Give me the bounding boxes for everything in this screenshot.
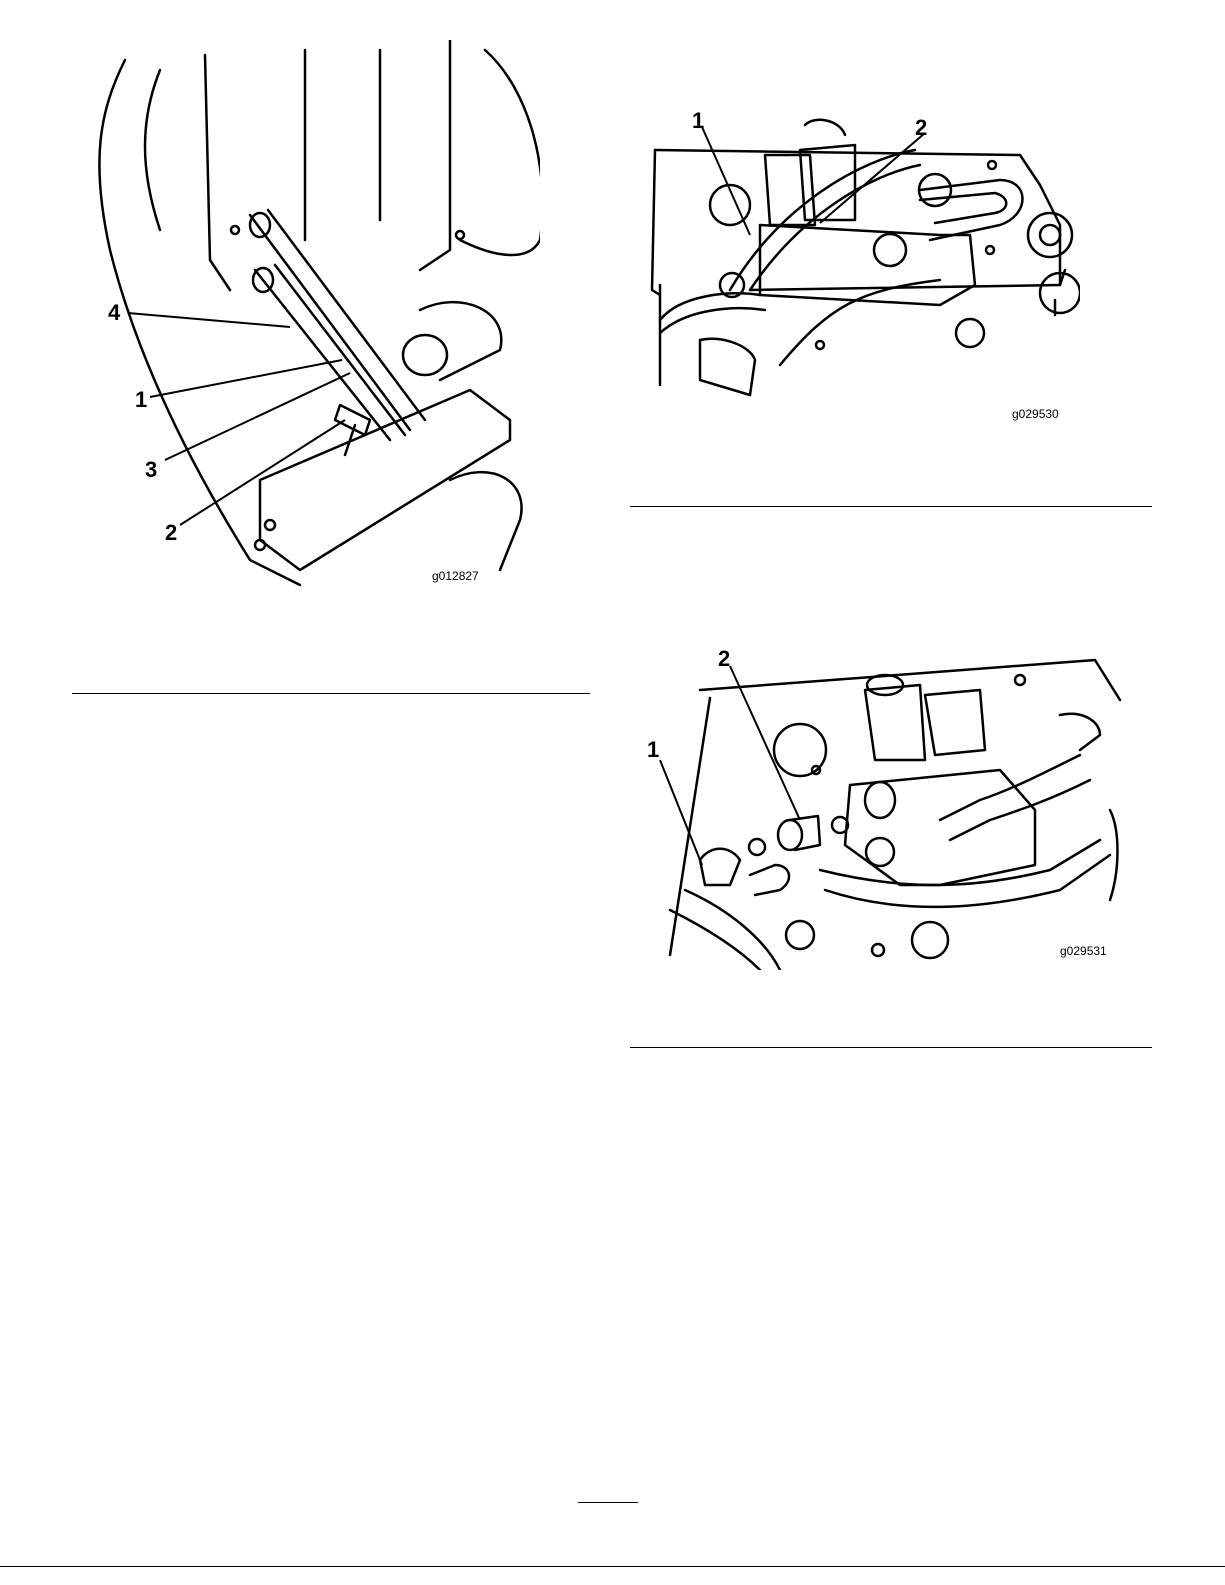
figure-left: 4 1 3 2 g012827 [80,40,540,590]
callout-2: 2 [718,646,730,671]
figure-left-rule [72,693,590,694]
callout-1: 1 [692,108,704,133]
figure-code: g012827 [432,569,479,583]
callout-1: 1 [647,737,659,762]
figure-bottom-right-illustration: 2 1 g029531 [640,640,1130,970]
figure-bottom-right-rule [630,1047,1152,1048]
figure-bottom-right: 2 1 g029531 [640,640,1130,970]
figure-top-right-rule [630,506,1152,507]
callout-3: 3 [145,457,157,482]
figure-code: g029530 [1012,407,1059,421]
callout-1: 1 [135,387,147,412]
callout-2: 2 [165,520,177,545]
callout-2: 2 [915,115,927,140]
figure-left-illustration: 4 1 3 2 g012827 [80,40,540,590]
page-bottom-rule [0,1566,1225,1567]
callout-4: 4 [108,300,121,325]
figure-code: g029531 [1060,944,1107,958]
page-number-rule [578,1502,638,1503]
figure-top-right-illustration: 1 2 g029530 [640,105,1080,430]
figure-top-right: 1 2 g029530 [640,105,1080,430]
